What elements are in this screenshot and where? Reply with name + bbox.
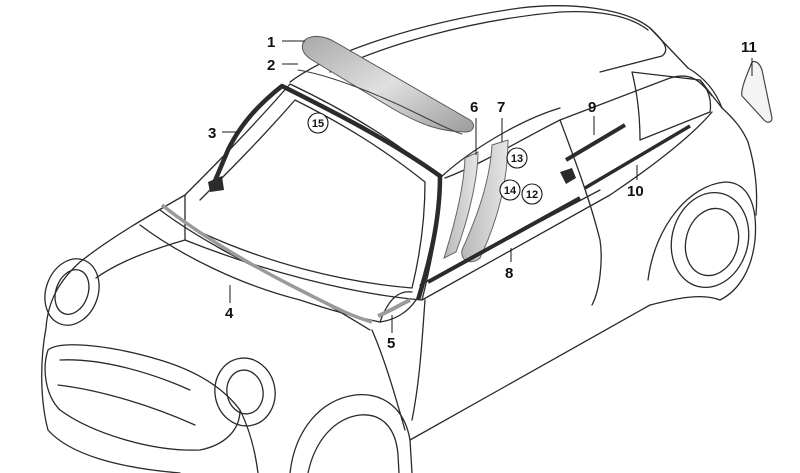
callout-2: 2 xyxy=(267,57,275,74)
callout-8: 8 xyxy=(505,265,513,282)
part-4-bonnet-seal[interactable] xyxy=(160,203,373,324)
part-5-small-molding[interactable] xyxy=(377,298,411,318)
part-8-belt-molding[interactable] xyxy=(427,196,581,284)
ref-15: 15 xyxy=(307,112,329,134)
leader-lines xyxy=(222,40,753,333)
callout-1: 1 xyxy=(267,34,275,51)
part-2-molding[interactable] xyxy=(297,69,463,135)
part-6-pillar-trim[interactable] xyxy=(443,151,479,259)
callout-7: 7 xyxy=(497,99,505,116)
part-1-roof-strip[interactable] xyxy=(301,35,474,133)
part-3-windshield-seal[interactable] xyxy=(209,83,443,301)
ref-12-label: 12 xyxy=(526,189,538,201)
ref-13-label: 13 xyxy=(511,153,523,165)
part-9-clip[interactable] xyxy=(560,168,576,184)
ref-14: 14 xyxy=(499,179,521,201)
part-11-quarter-glass[interactable] xyxy=(741,60,773,123)
ref-15-label: 15 xyxy=(312,118,324,130)
part-3-seal-clip[interactable] xyxy=(208,176,224,192)
callout-5: 5 xyxy=(387,335,395,352)
part-10-rear-molding[interactable] xyxy=(584,124,691,190)
ref-13: 13 xyxy=(506,147,528,169)
callout-11: 11 xyxy=(741,39,757,56)
callout-9: 9 xyxy=(588,99,596,116)
callout-6: 6 xyxy=(470,99,478,116)
ref-14-label: 14 xyxy=(504,185,517,197)
part-9-window-strip[interactable] xyxy=(564,123,627,162)
ref-12: 12 xyxy=(521,183,543,205)
callout-10: 10 xyxy=(627,183,644,200)
callout-4: 4 xyxy=(225,305,234,322)
car-body-outline xyxy=(41,5,758,473)
callout-3: 3 xyxy=(208,125,216,142)
